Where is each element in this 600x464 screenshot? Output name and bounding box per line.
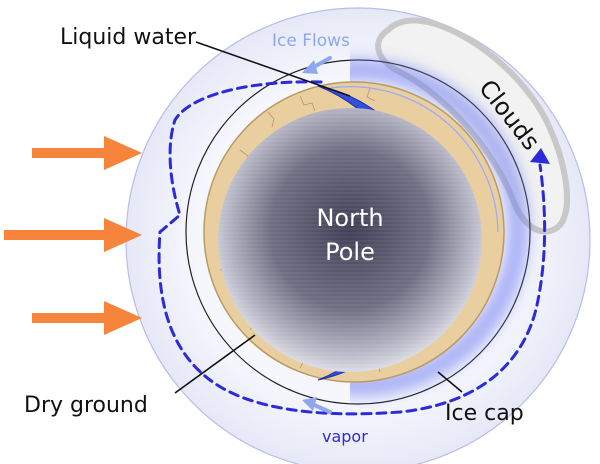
vapor-path [157,80,547,416]
ice-cap-glow [350,59,529,397]
flow-arrow-icon [302,397,332,414]
flow-arrow-icon [302,56,332,74]
sunlight-arrow-icon [4,218,142,252]
sunlight-arrow-icon [32,301,142,335]
liquid-water-leader [195,41,351,97]
vapor-label: vapor [322,427,368,446]
ice-cap-label: Ice cap [445,401,524,426]
ice-cap-highlight [329,86,499,233]
dry-ground-label: Dry ground [24,393,148,418]
north-pole-stripes [218,108,482,372]
pole-label-line2: Pole [325,238,375,266]
liquid-water-label: Liquid water [60,25,197,50]
pole-label-line1: North [316,204,383,232]
dry-ground-leader [174,334,256,394]
flow-arrow-icon [530,148,550,164]
ice-flows-label: Ice Flows [272,31,350,51]
ice-cap-leader [437,371,463,393]
sunlight-arrow-icon [32,136,142,170]
